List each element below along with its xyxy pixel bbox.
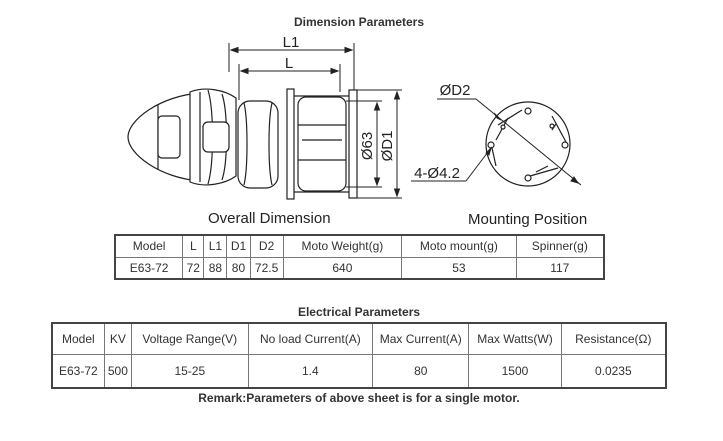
mount-hole-left (487, 141, 495, 149)
header-l: L (182, 234, 205, 258)
d63-label: Ø63 (359, 132, 376, 160)
cell-spinner: 117 (515, 256, 605, 280)
cell-l1: 88 (203, 256, 228, 280)
header-moto-weight: Moto Weight(g) (282, 234, 403, 258)
dimension-table: Model L L1 D1 D2 Moto Weight(g) Moto mou… (114, 234, 605, 280)
spinner-shape (127, 88, 237, 186)
l-label: L (285, 55, 293, 72)
d63-dimension (346, 100, 382, 188)
cell-moto-weight: 640 (282, 256, 403, 280)
cell-kv: 500 (103, 353, 133, 389)
mount-hole-bottom (524, 174, 532, 182)
cell-resistance: 0.0235 (560, 353, 667, 389)
header-max-current: Max Current(A) (372, 322, 470, 355)
remark-text: Remark:Parameters of above sheet is for … (198, 391, 520, 405)
mount-hole-right (561, 141, 569, 149)
header-d2: D2 (249, 234, 284, 258)
cell-moto-mount: 53 (401, 256, 517, 280)
cell-d1: 80 (226, 256, 251, 280)
header-model: Model (114, 234, 184, 258)
header-resistance: Resistance(Ω) (560, 322, 667, 355)
header-max-watts: Max Watts(W) (468, 322, 562, 355)
cell-voltage-range: 15-25 (131, 353, 249, 389)
table-header-row: Model L L1 D1 D2 Moto Weight(g) Moto mou… (114, 234, 605, 258)
d1-dimension (357, 89, 402, 199)
cell-max-watts: 1500 (468, 353, 562, 389)
table-row: E63-72 72 88 80 72.5 640 53 117 (114, 256, 605, 280)
header-no-load-current: No load Current(A) (247, 322, 374, 355)
holes-leader (411, 146, 493, 182)
table-header-row: Model KV Voltage Range(V) No load Curren… (51, 322, 667, 355)
header-d1: D1 (226, 234, 251, 258)
mount-plate-shape (485, 101, 571, 187)
header-model: Model (51, 322, 105, 355)
header-kv: KV (103, 322, 133, 355)
l1-label: L1 (283, 34, 300, 51)
cell-model: E63-72 (114, 256, 184, 280)
motor-body-shape (237, 88, 358, 200)
cell-no-load-current: 1.4 (247, 353, 374, 389)
cell-max-current: 80 (372, 353, 470, 389)
cell-l: 72 (182, 256, 205, 280)
electrical-parameters-title: Electrical Parameters (297, 305, 421, 319)
l-dimension (238, 64, 341, 100)
cell-model: E63-72 (51, 353, 105, 389)
mounting-position-caption: Mounting Position (468, 211, 588, 228)
overall-dimension-caption: Overall Dimension (208, 210, 331, 227)
header-moto-mount: Moto mount(g) (401, 234, 517, 258)
table-row: E63-72 500 15-25 1.4 80 1500 0.0235 (51, 353, 667, 389)
holes-label: 4-Ø4.2 (414, 165, 460, 182)
d2-label: ØD2 (440, 82, 471, 99)
dimension-drawing: L1 L Ø63 ØD1 ØD2 4-Ø4.2 (127, 34, 582, 200)
cell-d2: 72.5 (249, 256, 284, 280)
mount-hole-top (524, 107, 532, 115)
electrical-table: Model KV Voltage Range(V) No load Curren… (51, 322, 667, 389)
dimension-parameters-title: Dimension Parameters (293, 15, 425, 29)
header-l1: L1 (203, 234, 228, 258)
d1-label: ØD1 (379, 131, 396, 162)
d2-leader (437, 98, 582, 186)
header-voltage-range: Voltage Range(V) (131, 322, 249, 355)
header-spinner: Spinner(g) (515, 234, 605, 258)
l1-dimension (228, 43, 355, 92)
